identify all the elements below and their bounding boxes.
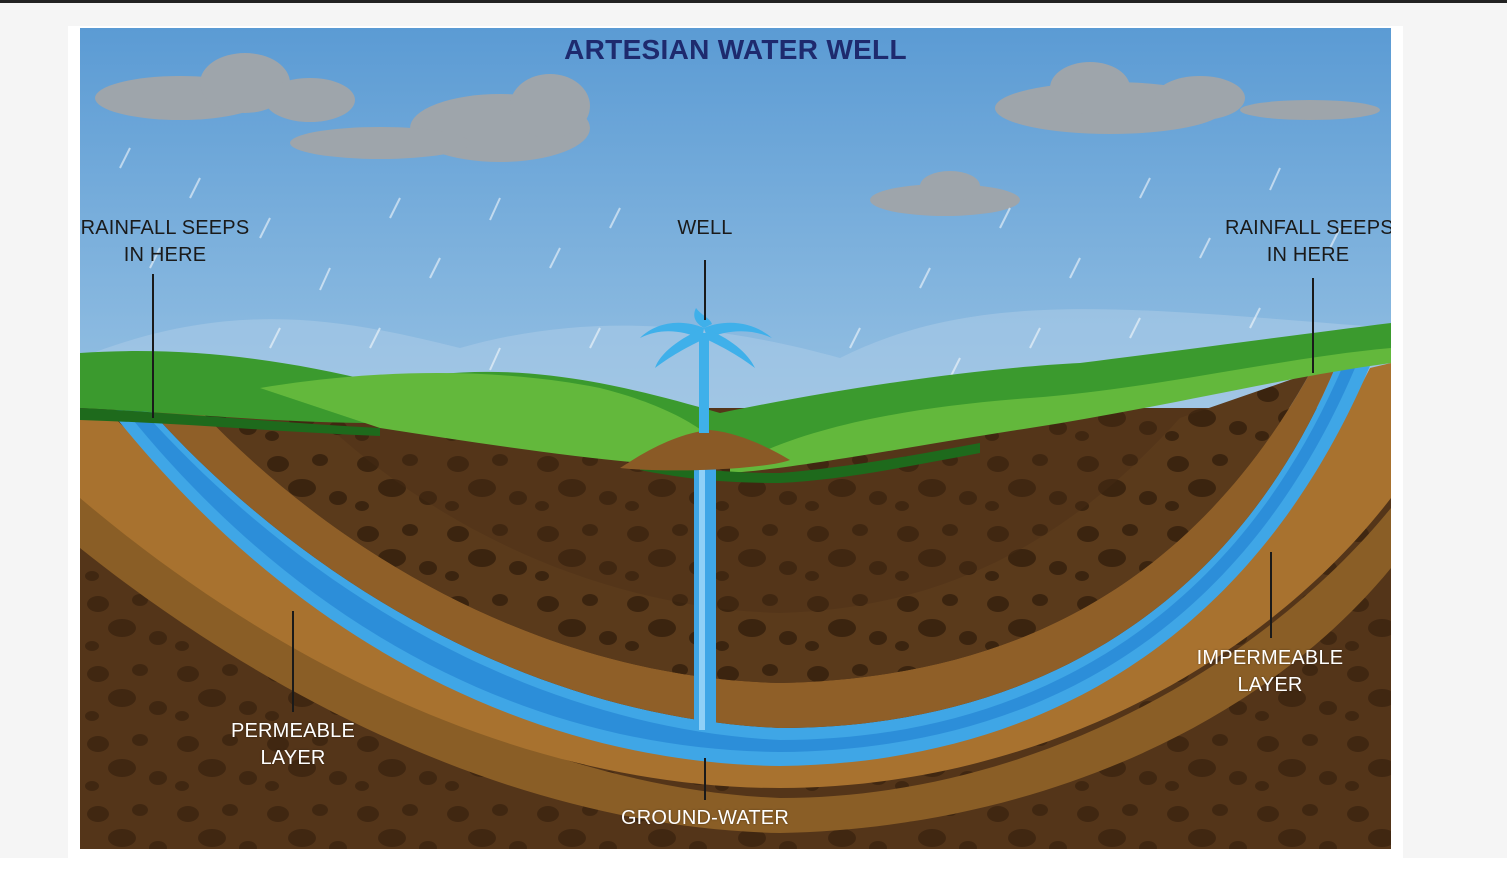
label-rainfall-right: RAINFALL SEEPS IN HERE <box>1225 215 1391 269</box>
label-impermeable-layer: IMPERMEABLE LAYER <box>1180 645 1360 699</box>
label-rainfall-right-line2: IN HERE <box>1266 244 1350 266</box>
label-well: WELL <box>655 215 755 242</box>
cloud-icon <box>870 171 1020 216</box>
lower-impermeable-band <box>80 488 1391 833</box>
footer-strip <box>0 858 1507 878</box>
label-impermeable-line2: LAYER <box>1237 674 1303 696</box>
label-impermeable-line1: IMPERMEABLE <box>1196 647 1344 669</box>
impermeable-layer-band <box>150 368 1335 728</box>
label-rainfall-left: RAINFALL SEEPS IN HERE <box>80 215 250 269</box>
label-rainfall-left-line1: RAINFALL SEEPS <box>80 217 250 239</box>
label-groundwater-text: GROUND-WATER <box>621 807 789 829</box>
diagram-title: ARTESIAN WATER WELL <box>564 34 907 65</box>
well-fountain-icon <box>640 308 772 433</box>
artesian-well-diagram: ARTESIAN WATER WELL RAINFALL SEEPS IN HE… <box>80 28 1391 849</box>
cloud-icon <box>995 62 1380 134</box>
label-groundwater: GROUND-WATER <box>595 805 815 832</box>
diagram-artwork <box>80 28 1391 849</box>
label-permeable-line2: LAYER <box>260 747 326 769</box>
groundwater-aquifer <box>110 366 1370 766</box>
label-rainfall-left-line2: IN HERE <box>123 244 207 266</box>
top-bar <box>0 0 1507 3</box>
label-well-text: WELL <box>677 217 733 239</box>
label-rainfall-right-line1: RAINFALL SEEPS <box>1225 217 1391 239</box>
dirt-mound <box>620 430 790 471</box>
cloud-icon <box>95 53 590 162</box>
callout-lines <box>152 260 1314 800</box>
rocky-soil <box>200 373 1310 683</box>
label-permeable-line1: PERMEABLE <box>230 720 356 742</box>
label-permeable-layer: PERMEABLE LAYER <box>213 718 373 772</box>
rain <box>119 147 1341 379</box>
